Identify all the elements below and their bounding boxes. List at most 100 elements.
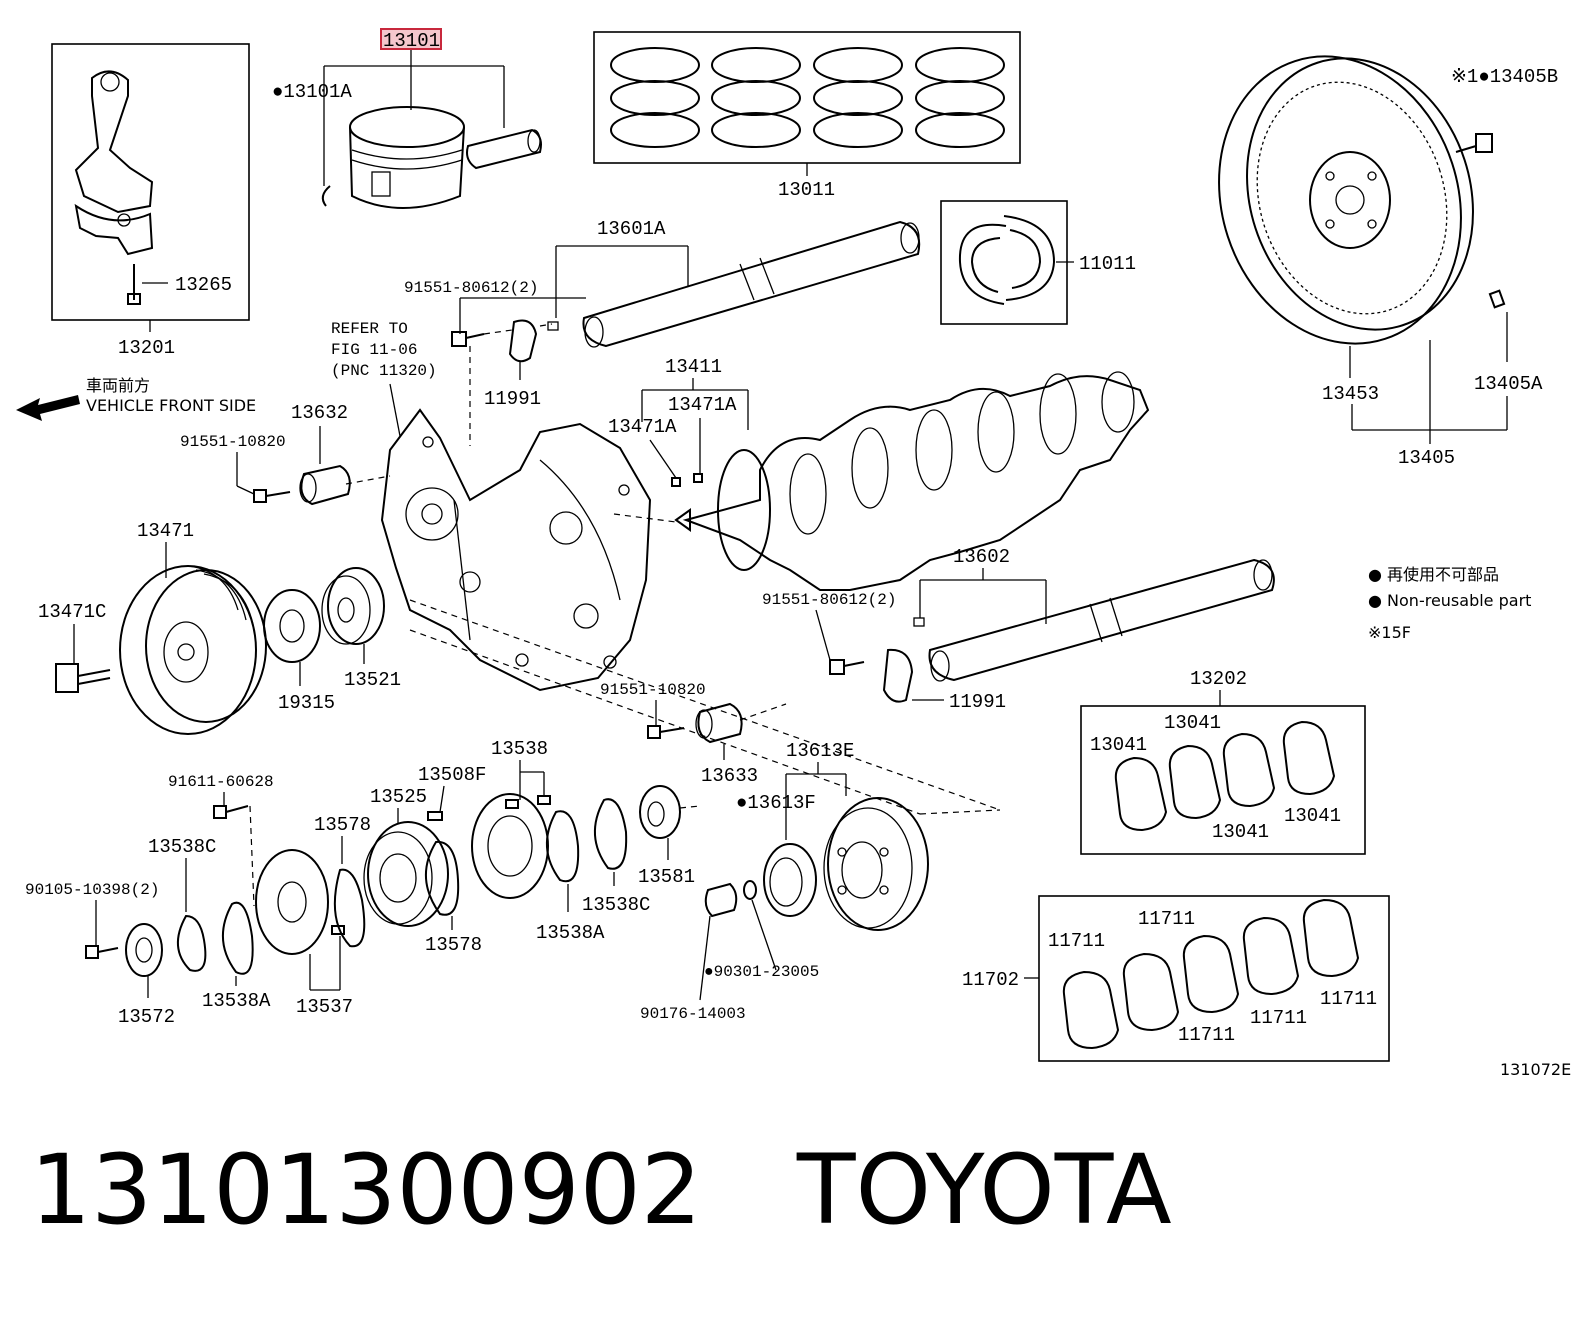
oil-seal-13613F-drawing <box>763 843 817 917</box>
label-11711-e: 11711 <box>1320 988 1377 1010</box>
idler-gear-13633-drawing <box>695 702 743 744</box>
main-bearings-upper-box <box>1080 705 1366 855</box>
key-13471A-a-drawing <box>671 477 681 487</box>
figure-id: 131072E <box>1500 1060 1571 1079</box>
label-11711-b: 11711 <box>1138 908 1195 930</box>
bolt-13471C-drawing <box>55 663 111 693</box>
label-13405A: 13405A <box>1474 373 1543 395</box>
gear-plate-13538-drawing <box>471 793 549 899</box>
label-13538C-right: 13538C <box>582 894 650 916</box>
label-11991-upper: 11991 <box>484 388 541 410</box>
label-11711-d: 11711 <box>1250 1007 1307 1029</box>
vehicle-front-arrow-icon <box>16 395 80 421</box>
label-13011: 13011 <box>778 179 835 201</box>
part-caption: 13101300902 TOYOTA <box>30 1130 1172 1250</box>
connecting-rod-drawing <box>74 70 154 305</box>
o-ring-13538A-right-drawing <box>545 810 580 883</box>
pin-13508F-drawing <box>427 811 443 821</box>
pin-13537-drawing <box>331 925 345 935</box>
label-91611-60628: 91611-60628 <box>168 773 274 791</box>
label-13041-d: 13041 <box>1284 805 1341 827</box>
flywheel-drawing <box>1218 55 1474 345</box>
exploded-parts-diagram: 13265 13201 13101 ●13101A 13011 13601A <box>16 28 1571 1079</box>
label-13471A-upper: 13471A <box>668 394 737 416</box>
cover-11991-upper-drawing <box>508 319 538 363</box>
label-13471C: 13471C <box>38 601 106 623</box>
piston-rings-drawing <box>610 47 1005 148</box>
label-90105-10398: 90105-10398(2) <box>25 881 159 899</box>
label-13613F: ●13613F <box>736 792 816 814</box>
pin-13538-a-drawing <box>537 795 551 805</box>
label-90301-23005: ●90301-23005 <box>704 963 819 981</box>
label-13041-b: 13041 <box>1164 712 1221 734</box>
label-13101: 13101 <box>383 30 440 52</box>
label-13633: 13633 <box>701 765 758 787</box>
label-13538A-left: 13538A <box>202 990 271 1012</box>
label-91551-10820-upper: 91551-10820 <box>180 433 286 451</box>
refer-line-1: REFER TO <box>331 320 408 338</box>
crankshaft-drawing <box>674 371 1150 591</box>
oil-pump-case-drawing <box>380 408 652 692</box>
piston-drawing <box>349 106 465 209</box>
label-13471A-lower: 13471A <box>608 416 677 438</box>
label-13525: 13525 <box>370 786 427 808</box>
plate-13537-drawing <box>255 849 329 955</box>
snap-ring-drawing <box>321 185 331 207</box>
gasket-90301-23005-drawing <box>743 880 757 900</box>
label-91551-80612-lower: 91551-80612(2) <box>762 591 896 609</box>
label-11711-a: 11711 <box>1048 930 1105 952</box>
pin-13538-b-drawing <box>505 799 519 809</box>
flywheel-bolt-drawing <box>1455 133 1493 153</box>
label-13041-a: 13041 <box>1090 734 1147 756</box>
label-11702: 11702 <box>962 969 1019 991</box>
label-90176-14003: 90176-14003 <box>640 1005 746 1023</box>
bolt-91611-60628-drawing <box>213 805 249 819</box>
refer-line-3: (PNC 11320) <box>331 362 437 380</box>
label-13578-lower: 13578 <box>425 934 482 956</box>
part-number: 13101300902 <box>30 1134 702 1246</box>
crank-pulley-drawing <box>119 565 267 735</box>
bolt-91551-80612-lower-drawing <box>829 659 865 675</box>
label-13572: 13572 <box>118 1006 175 1028</box>
bolt-91551-10820-lower-drawing <box>647 725 685 739</box>
label-13265: 13265 <box>175 274 232 296</box>
label-11011: 11011 <box>1079 253 1136 275</box>
label-13453: 13453 <box>1322 383 1379 405</box>
gear-13525-drawing <box>363 821 449 927</box>
thrust-washers-drawing <box>958 215 1056 305</box>
label-13632: 13632 <box>291 402 348 424</box>
balance-shaft-upper-drawing <box>547 220 921 348</box>
label-front-en: VEHICLE FRONT SIDE <box>86 396 256 415</box>
bolt-91551-10820-upper-drawing <box>253 489 291 503</box>
label-13602: 13602 <box>953 546 1010 568</box>
legend-non-reusable-en: ● Non-reusable part <box>1368 591 1531 610</box>
label-13537: 13537 <box>296 996 353 1018</box>
plug-90176-14003-drawing <box>704 882 738 918</box>
label-13202: 13202 <box>1190 668 1247 690</box>
plate-13538C-left-drawing <box>177 914 207 972</box>
washer-13572-drawing <box>125 923 163 977</box>
crank-bearings-lower-drawing <box>1062 898 1360 1050</box>
label-front-jp: 車両前方 <box>86 376 150 395</box>
label-13041-c: 13041 <box>1212 821 1269 843</box>
label-19315: 19315 <box>278 692 335 714</box>
brand-name: TOYOTA <box>796 1134 1172 1246</box>
label-91551-10820-lower: 91551-10820 <box>600 681 706 699</box>
label-13521: 13521 <box>344 669 401 691</box>
label-13578-upper: 13578 <box>314 814 371 836</box>
label-11991-lower: 11991 <box>949 691 1006 713</box>
bolt-90105-10398-drawing <box>85 945 119 959</box>
main-bearings-upper-drawing <box>1114 720 1336 832</box>
label-13581: 13581 <box>638 866 695 888</box>
label-13508F: 13508F <box>418 764 486 786</box>
refer-line-2: FIG 11-06 <box>331 341 417 359</box>
bushing-13581-drawing <box>639 785 681 839</box>
legend-non-reusable-jp: ● 再使用不可部品 <box>1368 565 1499 584</box>
bolt-91551-80612-upper-drawing <box>451 331 485 347</box>
idler-gear-13632-drawing <box>299 464 351 506</box>
label-13471: 13471 <box>137 520 194 542</box>
legend-note: ※15F <box>1368 623 1411 642</box>
plate-13538C-right-drawing <box>593 798 628 870</box>
highlight-box-13101 <box>380 28 442 50</box>
snap-ring-13578-lower-drawing <box>425 840 460 916</box>
